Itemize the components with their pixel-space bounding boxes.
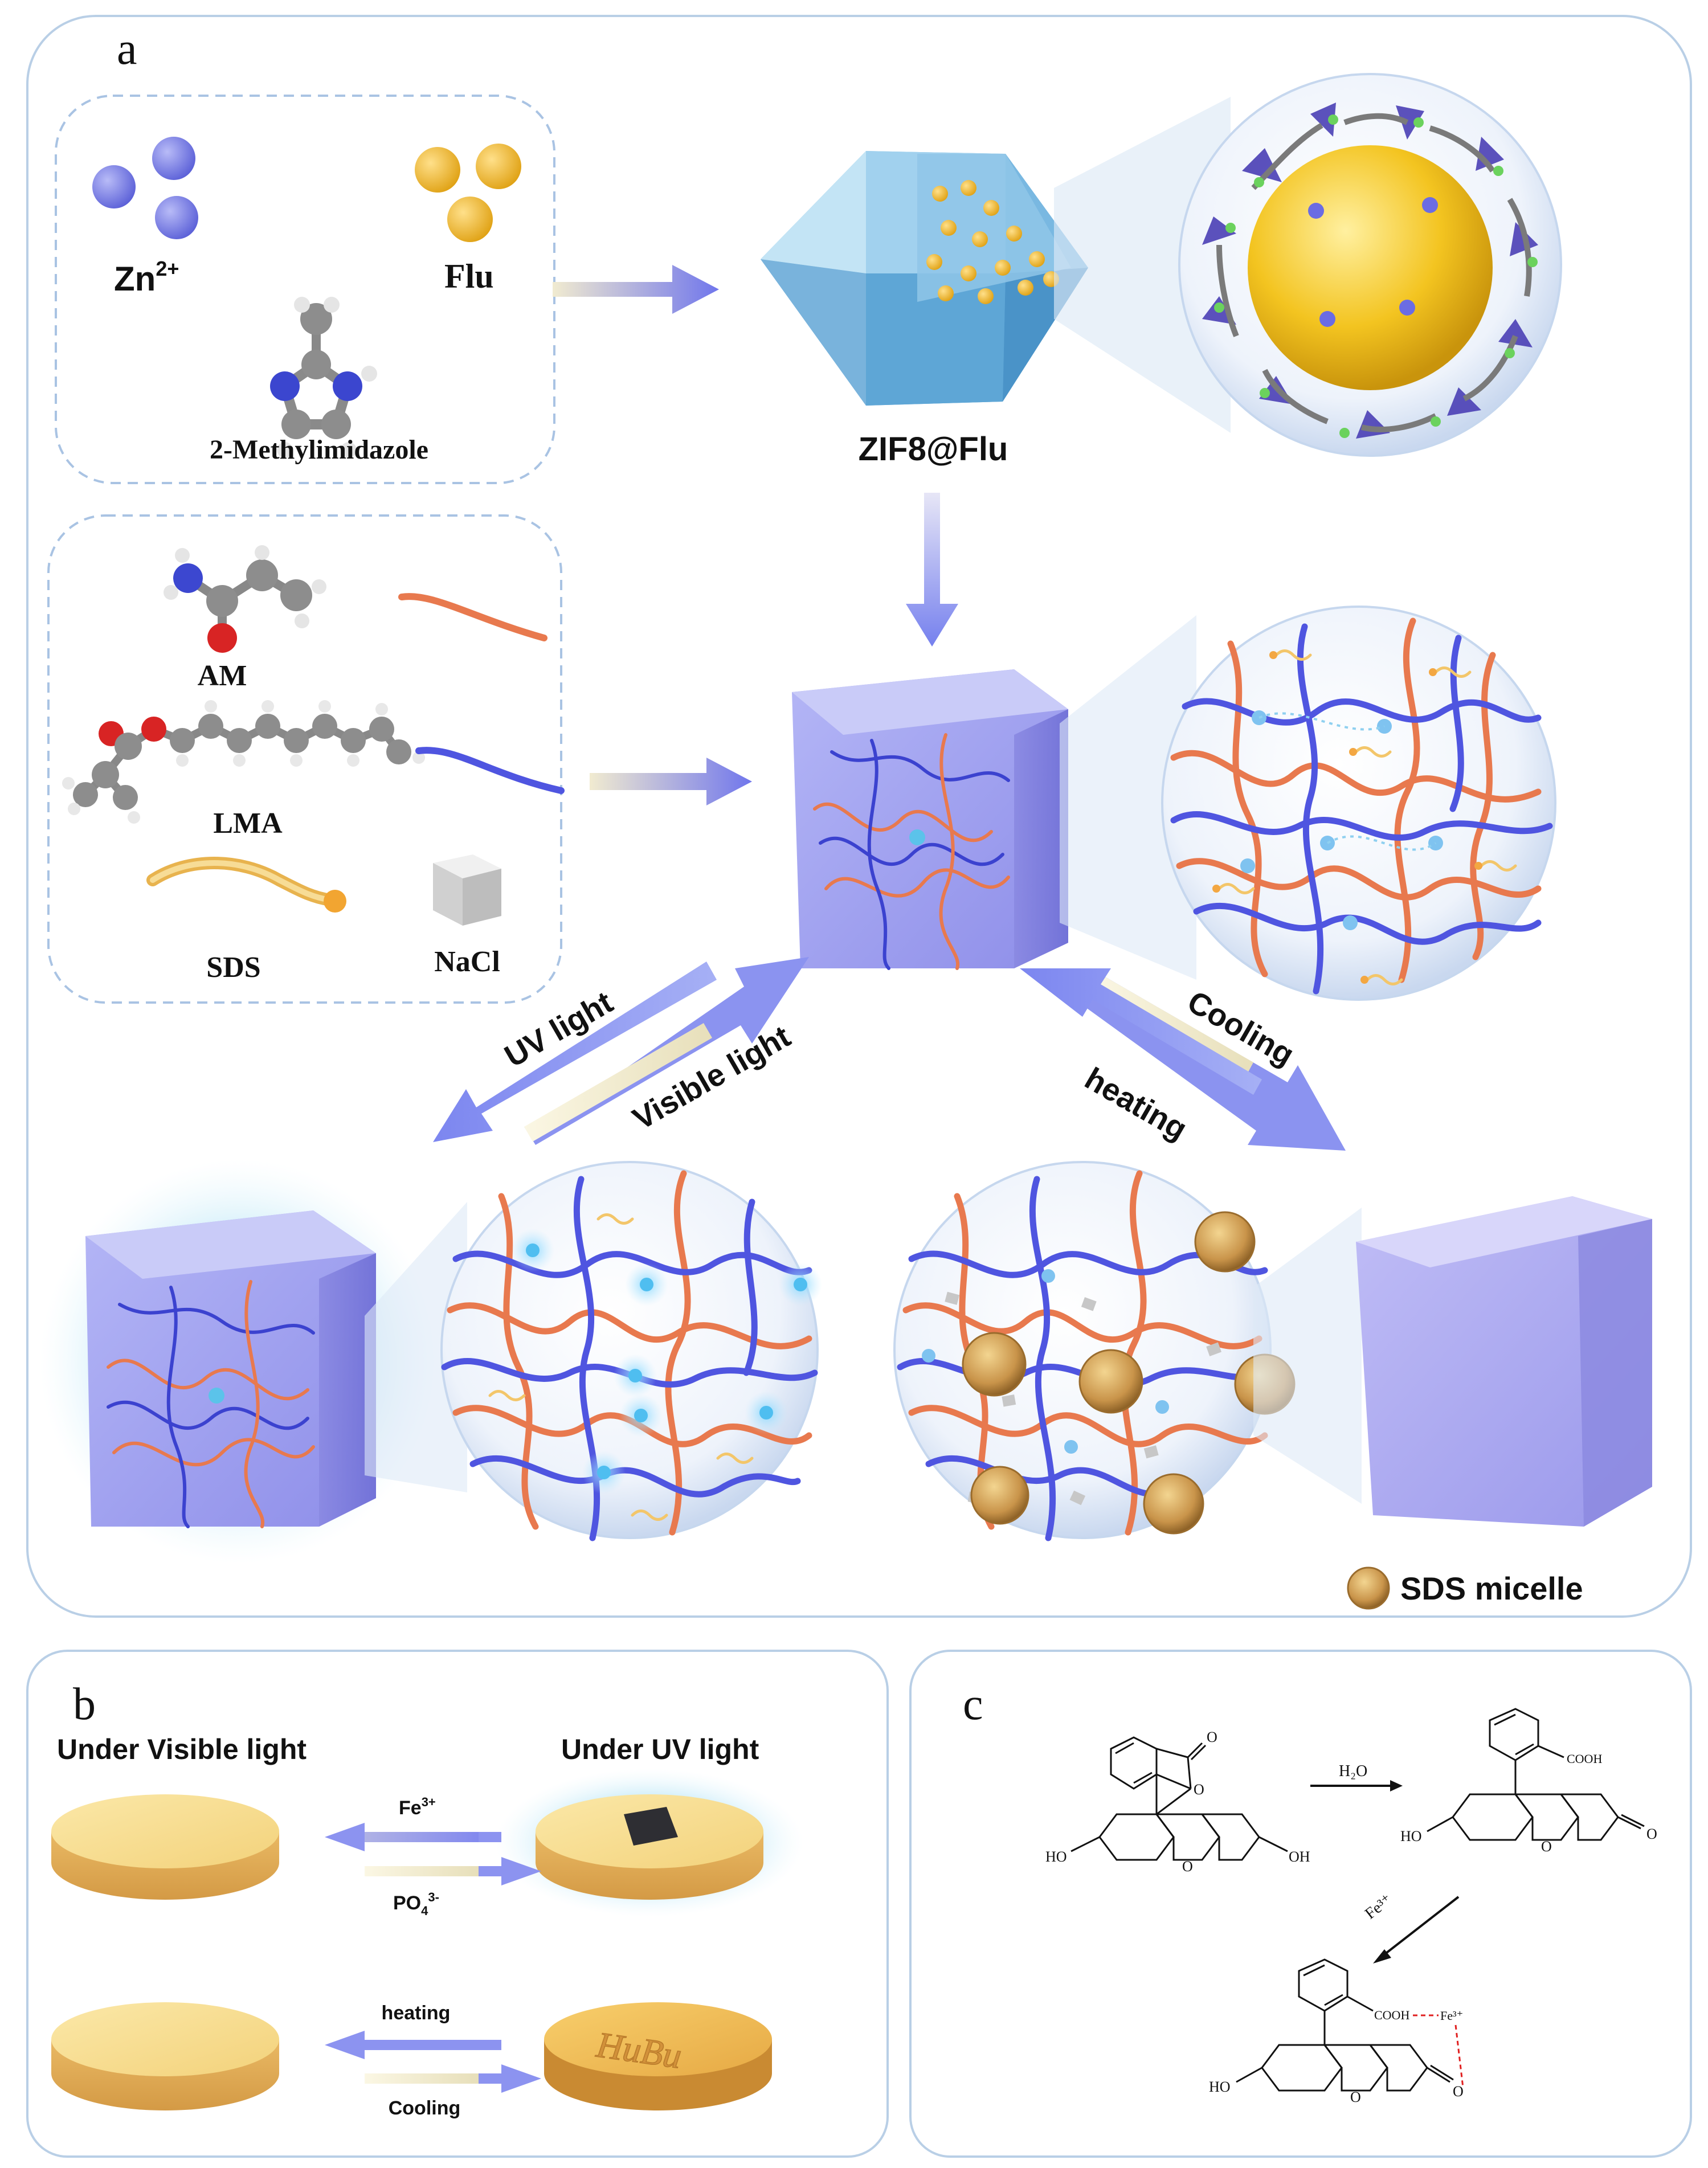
monomer-box xyxy=(47,514,562,1004)
complex-cooh: COOH xyxy=(1374,2008,1409,2022)
open-o-bridge: O xyxy=(1541,1838,1552,1855)
fe-label: Fe3+ xyxy=(399,1795,436,1819)
disc-visible-top xyxy=(51,1794,279,1900)
open-cooh: COOH xyxy=(1567,1752,1602,1766)
am-chain-icon xyxy=(398,593,547,641)
heating-label: heating xyxy=(1079,1061,1193,1147)
flu-label: Flu xyxy=(444,257,494,295)
lactone-o-ring: O xyxy=(1194,1781,1204,1798)
nacl-label: NaCl xyxy=(434,946,500,978)
open-ho: HO xyxy=(1400,1828,1422,1844)
zif-label: ZIF8@Flu xyxy=(859,431,1008,468)
arrow-visible-light xyxy=(524,957,809,1145)
zif-zoom-cone xyxy=(1054,97,1231,433)
panel-a-letter: a xyxy=(117,24,137,74)
complex-ho: HO xyxy=(1209,2079,1231,2095)
hydrogel-cube-opaque xyxy=(1356,1196,1652,1527)
lactone-ho: HO xyxy=(1045,1848,1067,1865)
panel-b-border xyxy=(26,1650,889,2158)
network-zoom-cone xyxy=(1060,615,1196,980)
lactone-oh: OH xyxy=(1289,1848,1310,1865)
fe-coord-label: Fe³⁺ xyxy=(1440,2009,1463,2023)
sds-surfactant-icon xyxy=(146,857,346,913)
am-molecule-icon xyxy=(164,545,326,653)
arrow-to-hydrogel xyxy=(590,758,752,805)
hydrogel-cube-center xyxy=(792,669,1068,970)
heating-label-b: heating xyxy=(382,2002,451,2024)
uv-zoom-cone xyxy=(365,1202,467,1492)
cooling-label-b: Cooling xyxy=(389,2097,461,2119)
dark-quenched-square xyxy=(624,1807,678,1846)
fluorescein-open-structure xyxy=(1427,1708,1645,1841)
methylimidazole-label: 2-Methylimidazole xyxy=(210,435,428,465)
lma-label: LMA xyxy=(213,807,283,840)
arrow-h2o xyxy=(1310,1780,1403,1791)
h2o-label: H₂O xyxy=(1339,1762,1367,1780)
zif-structure-sphere xyxy=(1178,73,1562,457)
fluorescein-fe-complex-structure xyxy=(1236,1958,1454,2092)
network-sphere-top xyxy=(1161,606,1556,1001)
coordination-dash-2 xyxy=(1454,2024,1464,2088)
flu-molecules xyxy=(415,144,521,242)
panel-a-border xyxy=(26,15,1692,1618)
arrow-to-zif xyxy=(553,265,719,314)
legend-micelle-label: SDS micelle xyxy=(1400,1570,1583,1606)
po4-label: PO43- xyxy=(393,1890,439,1918)
arrows-heating-cooling xyxy=(325,2031,541,2093)
arrows-fe-po4 xyxy=(325,1823,541,1885)
arrow-heating xyxy=(1020,968,1262,1095)
zn-ions xyxy=(92,137,198,239)
precursor-box xyxy=(55,95,555,484)
nacl-crystal-icon xyxy=(433,854,501,926)
arrow-fe xyxy=(1373,1896,1460,1964)
am-label: AM xyxy=(198,660,247,692)
hydrogel-cube-uv xyxy=(40,1159,439,1564)
fluorescein-lactone-structure xyxy=(1070,1736,1288,1861)
legend-sds-micelle: SDS micelle xyxy=(1347,1566,1583,1610)
zif8-crystal-icon xyxy=(761,151,1088,406)
disc-uv-top xyxy=(496,1769,803,1917)
open-o-keto: O xyxy=(1646,1826,1657,1842)
sds-micelles xyxy=(962,1211,1296,1535)
panel-c-letter: c xyxy=(963,1679,983,1729)
solid-zoom-cone xyxy=(1253,1208,1362,1504)
zn-label: Zn2+ xyxy=(114,257,179,298)
legend-micelle-icon xyxy=(1347,1566,1390,1610)
arrow-down-to-hydrogel xyxy=(906,493,958,647)
lma-molecule-icon xyxy=(62,700,425,824)
panel-b-letter: b xyxy=(73,1679,96,1729)
disc-visible-bottom xyxy=(51,2002,279,2110)
sds-label: SDS xyxy=(206,951,260,984)
methylimidazole-molecule-icon xyxy=(270,297,377,458)
complex-o-keto: O xyxy=(1453,2083,1464,2100)
network-sphere-uv xyxy=(440,1161,822,1541)
complex-o-bridge: O xyxy=(1350,2089,1361,2105)
arrow-uv-light xyxy=(433,962,717,1142)
lma-chain-icon xyxy=(415,747,565,794)
under-uv-label: Under UV light xyxy=(561,1733,759,1765)
under-visible-label: Under Visible light xyxy=(57,1733,307,1765)
disc-heated-bottom: HuBu xyxy=(544,2002,772,2110)
panel-c-border xyxy=(909,1650,1692,2158)
lactone-o-top: O xyxy=(1207,1729,1217,1745)
lactone-o-bridge: O xyxy=(1182,1858,1193,1875)
fe-arrow-label: Fe³⁺ xyxy=(1362,1891,1395,1923)
